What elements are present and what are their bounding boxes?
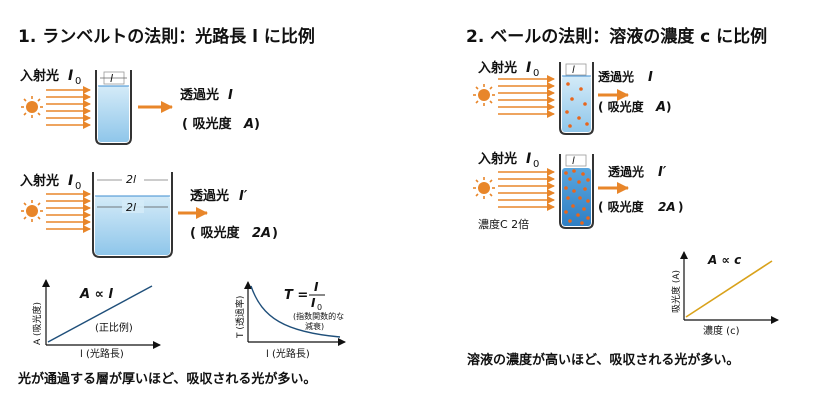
path-length-marker: l (565, 154, 587, 167)
particles (564, 169, 590, 225)
cuvette (95, 70, 132, 145)
incident-light-subscript: 0 (533, 68, 539, 79)
incident-light-symbol: I (526, 151, 531, 167)
linear-line (47, 285, 153, 343)
incident-light-symbol: I (68, 173, 73, 189)
decay-curve (250, 285, 341, 338)
x-axis-label: l (光路長) (266, 347, 310, 360)
absorbance-symbol: 2A (252, 226, 271, 241)
annotation-line-1: (指数関数的な (293, 311, 344, 321)
absorbance-open: ( 吸光度 (598, 99, 645, 114)
x-axis-label: l (光路長) (80, 347, 124, 360)
path-length-label: l (110, 72, 113, 85)
graph-absorbance-vs-length: A ∝ l (正比例) A (吸光度) l (光路長) (31, 279, 161, 360)
incident-light-symbol: I (68, 68, 73, 84)
wide-cuvette (92, 172, 173, 258)
incident-light-label: 入射光 (478, 60, 517, 76)
absorbance-symbol: 2A (658, 200, 676, 214)
transmitted-light-label: 透過光 (598, 69, 634, 84)
light-source-icon (473, 84, 495, 106)
path-length-label: l (572, 156, 575, 167)
y-axis-label: A (吸光度) (31, 302, 43, 345)
absorbance-close: ) (666, 100, 671, 114)
path-length-top-marker: 2l (97, 173, 168, 186)
absorbance-close: ) (254, 117, 260, 132)
left-panel-1: 入射光 I 0 l (20, 68, 260, 145)
absorbance-open: ( 吸光度 (598, 199, 645, 214)
graph-transmittance-vs-length: T = I I 0 (指数関数的な 減衰) T (透過率) l (光路長) (234, 280, 346, 360)
right-panel-1: 入射光 I 0 (473, 60, 671, 135)
transmitted-light-symbol: I′ (658, 165, 667, 180)
transmitted-light-label: 透過光 (180, 87, 219, 103)
concentration-label: 濃度C 2倍 (478, 217, 529, 231)
absorbance-open: ( 吸光度 (182, 116, 232, 132)
formula: A ∝ l (79, 287, 113, 302)
path-length-marker: l (100, 71, 127, 85)
incident-rays (498, 168, 555, 211)
linear-line (685, 260, 773, 318)
incident-rays (46, 190, 91, 233)
incident-light-subscript: 0 (533, 159, 539, 170)
path-length-marker: l (565, 63, 587, 76)
path-length-label: 2l (126, 201, 136, 214)
light-source-icon (21, 200, 43, 222)
transmitted-light-symbol: I (648, 70, 653, 85)
incident-light-label: 入射光 (20, 173, 59, 189)
path-length-marker: 2l (97, 200, 168, 214)
light-source-icon (21, 96, 43, 118)
left-caption: 光が通過する層が厚いほど、吸収される光が多い。 (17, 371, 316, 387)
absorbance-symbol: A (243, 117, 254, 132)
formula-denominator: I (311, 296, 316, 310)
incident-light-label: 入射光 (478, 151, 517, 167)
graph-absorbance-vs-concentration: A ∝ c 吸光度 (A) 濃度 (c) (670, 251, 779, 337)
transmitted-light-symbol: I′ (239, 189, 248, 204)
path-length-label: l (572, 65, 575, 76)
x-axis-label: 濃度 (c) (703, 324, 740, 337)
incident-rays (46, 86, 91, 129)
light-source-icon (473, 177, 495, 199)
incident-light-symbol: I (526, 60, 531, 76)
left-heading: 1. ランベルトの法則：光路長 l に比例 (18, 26, 315, 47)
incident-light-subscript: 0 (75, 181, 81, 192)
path-length-top-label: 2l (126, 173, 136, 186)
absorbance-open: ( 吸光度 (190, 225, 240, 241)
left-panel-2: 入射光 I 0 2l (20, 172, 278, 258)
absorbance-close: ) (272, 226, 278, 241)
formula-numerator: I (314, 280, 319, 294)
incident-light-label: 入射光 (20, 68, 59, 84)
annotation-line-2: 減衰) (305, 321, 324, 331)
right-heading: 2. ベールの法則：溶液の濃度 c に比例 (466, 26, 767, 47)
cuvette (559, 62, 594, 135)
y-axis-label: 吸光度 (A) (670, 270, 682, 313)
incident-rays (498, 75, 555, 118)
incident-light-subscript: 0 (75, 76, 81, 87)
annotation: (正比例) (95, 321, 133, 334)
particles (565, 82, 589, 128)
formula: A ∝ c (707, 253, 741, 267)
formula-denominator-subscript: 0 (317, 303, 322, 312)
absorbance-symbol: A (655, 100, 666, 115)
absorbance-close: ) (678, 200, 683, 214)
right-panel-2: 入射光 I 0 (473, 151, 683, 231)
transmitted-light-label: 透過光 (190, 188, 229, 204)
formula-lhs: T = (284, 288, 308, 303)
y-axis-label: T (透過率) (234, 296, 246, 339)
cuvette-concentrated (559, 154, 594, 229)
transmitted-light-label: 透過光 (608, 164, 644, 179)
right-caption: 溶液の濃度が高いほど、吸収される光が多い。 (467, 352, 739, 368)
transmitted-light-symbol: I (228, 88, 233, 103)
